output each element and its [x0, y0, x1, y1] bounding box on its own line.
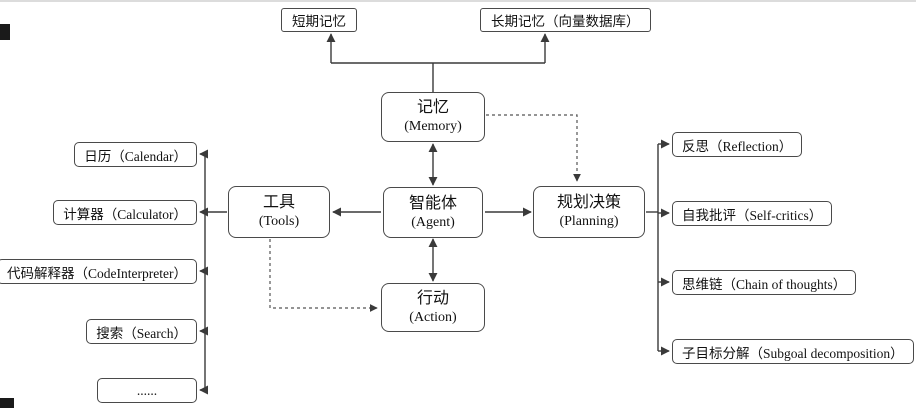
screen-edge-artifact-top-left [0, 24, 10, 40]
tool-item-search: 搜索（Search） [86, 319, 197, 344]
node-planning-label-zh: 规划决策 [556, 194, 621, 212]
node-action-label-en: (Action) [409, 309, 457, 325]
screen-edge-artifact-bottom-left [0, 398, 14, 408]
node-memory-label-zh: 记忆 [416, 99, 449, 117]
dashed-connector-memory-planning [486, 114, 581, 182]
planning-item-self-critics: 自我批评（Self-critics） [672, 201, 833, 226]
node-short-term-memory: 短期记忆 [281, 8, 357, 32]
planning-item-subgoal-decomposition: 子目标分解（Subgoal decomposition） [672, 339, 914, 364]
node-tools-label-en: (Tools) [258, 214, 300, 230]
node-action-label-zh: 行动 [416, 289, 449, 307]
planning-item-reflection: 反思（Reflection） [672, 132, 803, 157]
node-planning: 规划决策 (Planning) [533, 186, 645, 238]
node-action: 行动 (Action) [381, 283, 485, 332]
tool-item-calculator: 计算器（Calculator） [53, 200, 197, 225]
node-memory: 记忆 (Memory) [381, 92, 485, 142]
connector-memory-split [331, 62, 545, 92]
node-long-term-memory: 长期记忆（向量数据库） [480, 8, 651, 32]
tool-item-ellipsis: ...... [97, 378, 197, 403]
node-agent-label-zh: 智能体 [408, 194, 457, 212]
node-agent-label-en: (Agent) [411, 214, 455, 230]
tool-item-code-interpreter: 代码解释器（CodeInterpreter） [0, 259, 197, 284]
node-agent: 智能体 (Agent) [383, 187, 483, 238]
node-tools: 工具 (Tools) [228, 186, 330, 238]
planning-item-chain-of-thoughts: 思维链（Chain of thoughts） [672, 270, 857, 295]
dashed-connector-tools-action [269, 239, 378, 312]
node-tools-label-zh: 工具 [262, 194, 295, 212]
node-memory-label-en: (Memory) [404, 119, 462, 135]
tool-item-calendar: 日历（Calendar） [74, 142, 197, 167]
node-planning-label-en: (Planning) [559, 214, 619, 230]
